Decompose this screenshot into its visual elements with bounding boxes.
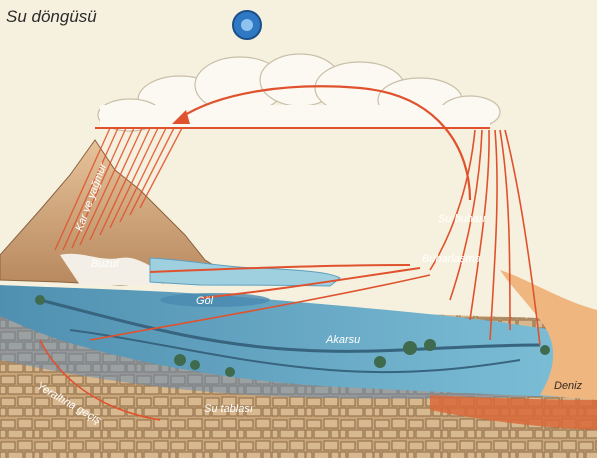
label-water-table: Su tablası <box>204 403 253 415</box>
lake <box>160 293 270 307</box>
label-lake: Göl <box>196 295 214 307</box>
diagram-title: Su döngüsü <box>6 7 97 26</box>
label-evaporation: Buharlaşma <box>422 253 481 265</box>
label-river: Akarsu <box>325 334 360 346</box>
label-glacier: Buzul <box>91 258 119 270</box>
label-vapor: Su buharı <box>438 213 486 225</box>
sun-glint <box>241 19 253 31</box>
label-sea: Deniz <box>554 380 583 392</box>
